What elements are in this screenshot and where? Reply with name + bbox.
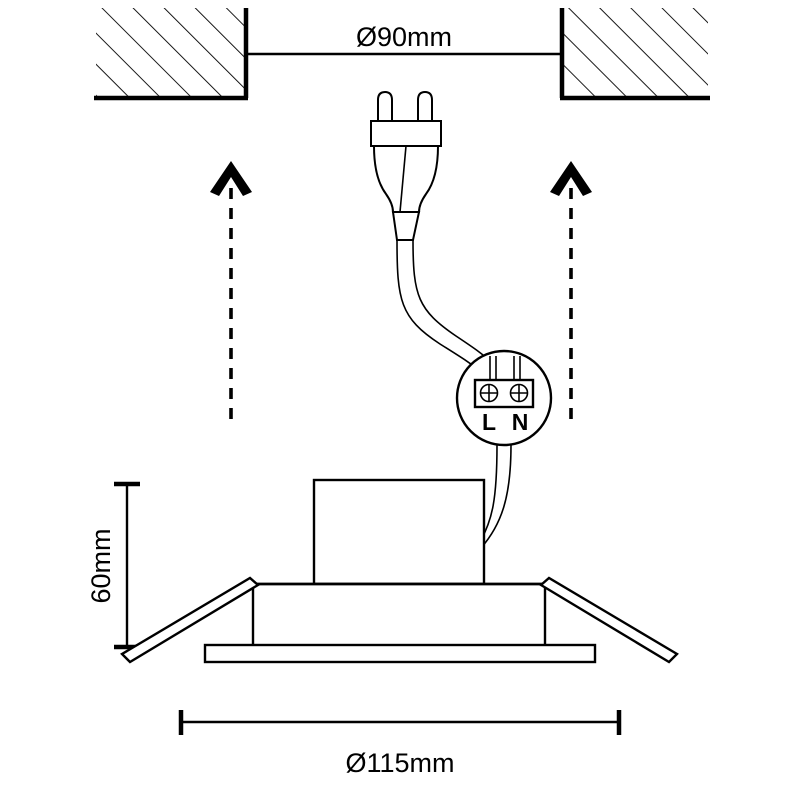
terminal-label-live: L — [482, 409, 496, 435]
ceiling-hatch-right — [560, 8, 708, 100]
ceiling-section-left — [94, 8, 249, 101]
outer-dimension: Ø115mm — [178, 710, 622, 778]
height-dimension: 60mm — [86, 481, 140, 650]
spring-clip-left — [120, 576, 261, 664]
install-arrow-right — [550, 161, 592, 419]
outer-dimension-label: Ø115mm — [345, 748, 454, 778]
bezel-flange-bar — [203, 643, 597, 664]
mains-plug — [370, 90, 442, 241]
cutout-dimension: Ø90mm — [246, 22, 562, 56]
driver-housing-box — [312, 478, 486, 586]
lamp-body — [251, 582, 547, 648]
spring-clip-right — [538, 576, 679, 664]
cable-lower-edge-right — [480, 444, 512, 549]
terminal-screw-l — [479, 383, 499, 403]
bezel-flange — [203, 643, 597, 664]
install-arrow-left-head — [210, 161, 252, 196]
lamp-body-outline — [251, 582, 547, 648]
terminal-screw-n — [509, 383, 529, 403]
terminal-label-neutral: N — [512, 409, 529, 435]
ceiling-hatch-left — [96, 8, 246, 100]
spring-clip-right-arm — [538, 576, 679, 664]
plug-body — [370, 120, 442, 147]
height-dimension-label: 60mm — [86, 528, 116, 603]
plug-shroud-crease — [399, 145, 407, 213]
install-arrow-right-head — [550, 161, 592, 196]
install-arrow-left — [210, 161, 252, 419]
driver-housing — [312, 478, 486, 586]
spring-clip-left-arm — [120, 576, 261, 664]
ceiling-section-right — [559, 8, 710, 101]
terminal-block: L N — [455, 349, 553, 447]
cutout-dimension-label: Ø90mm — [356, 22, 452, 52]
